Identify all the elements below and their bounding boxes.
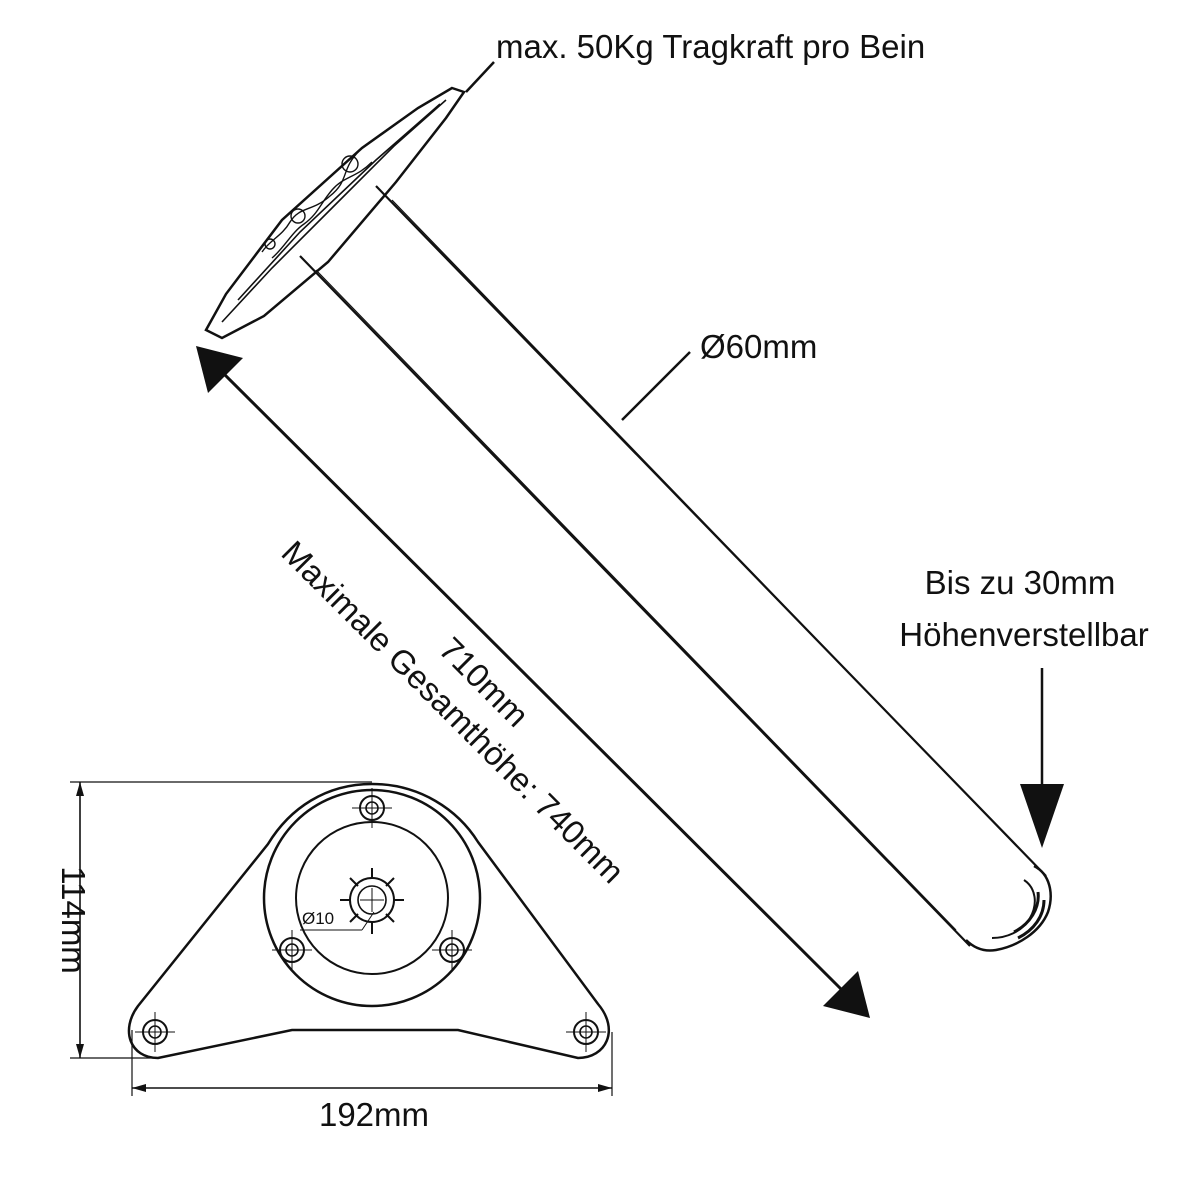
diameter-leader-line (621, 351, 691, 421)
leg-tube (299, 185, 1052, 952)
arrowhead-down-icon (1020, 784, 1064, 848)
screw-hole-top (352, 788, 392, 828)
plate-width-label: 192mm (319, 1096, 429, 1133)
adjust-label-line2: Höhenverstellbar (899, 616, 1148, 653)
arrowhead-bottom-icon (823, 971, 870, 1018)
plate-width-dimension (131, 1030, 613, 1096)
hole-diameter-label: Ø10 (302, 909, 334, 928)
plate-height-dimension (70, 781, 372, 1059)
plate-height-label: 114mm (55, 866, 92, 974)
screw-hole-left (272, 930, 312, 970)
load-leader-line (465, 61, 495, 93)
top-mounting-plate (204, 86, 466, 340)
diameter-label: Ø60mm (700, 328, 817, 365)
screw-hole-bottom-right (566, 1012, 606, 1052)
height-adjust-arrow (1020, 668, 1064, 848)
load-capacity-label: max. 50Kg Tragkraft pro Bein (496, 28, 925, 65)
screw-hole-bottom-left (135, 1012, 175, 1052)
mounting-plate-top-view (127, 782, 610, 1060)
length-dimension-arrow (196, 346, 870, 1018)
adjust-label-line1: Bis zu 30mm (925, 564, 1116, 601)
arrowhead-top-icon (196, 346, 243, 393)
screw-hole-right (432, 930, 472, 970)
